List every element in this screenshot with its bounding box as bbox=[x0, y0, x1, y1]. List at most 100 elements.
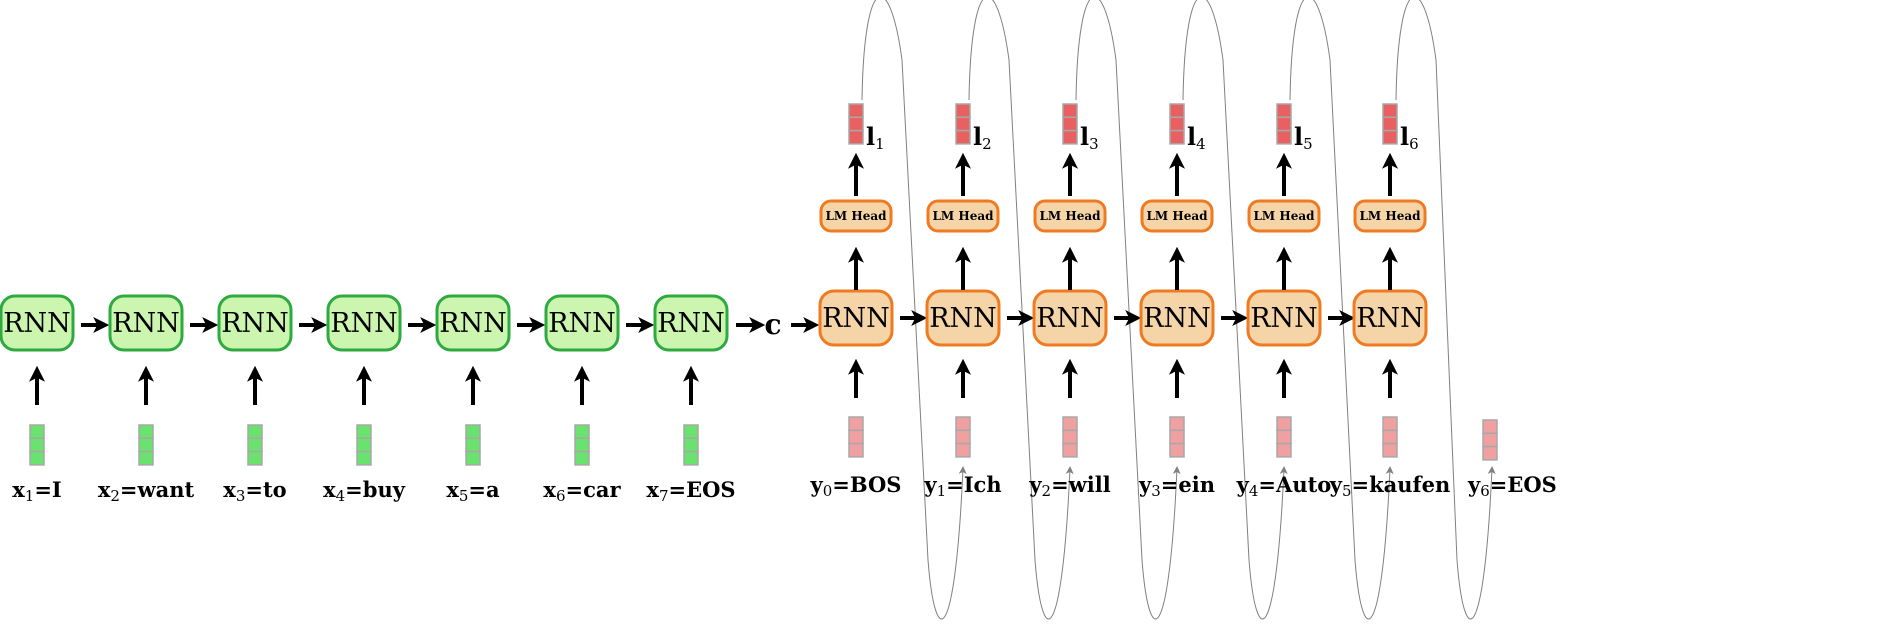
vector-cell bbox=[1482, 432, 1498, 448]
vector-cell bbox=[1276, 416, 1292, 432]
decoder-rnn-cell-label: RNN bbox=[822, 303, 890, 334]
output-logit-label: l1 bbox=[866, 122, 885, 153]
label-equals: = bbox=[345, 477, 363, 502]
decoder-input-vector bbox=[1169, 416, 1185, 458]
label-var: l bbox=[866, 122, 875, 151]
vector-cell bbox=[848, 442, 864, 458]
label-var: y bbox=[1028, 472, 1042, 497]
label-var: y bbox=[810, 472, 824, 497]
label-var: l bbox=[1080, 122, 1089, 151]
decoder-rnn-cell-box bbox=[1139, 289, 1215, 347]
vector-cell bbox=[356, 424, 372, 440]
decoder-rnn-cell-label: RNN bbox=[1143, 303, 1211, 334]
label-var: x bbox=[543, 477, 556, 502]
vector-cell bbox=[1276, 103, 1292, 119]
vector-cell bbox=[247, 437, 263, 453]
label-equals: = bbox=[1352, 472, 1370, 497]
vector-cell bbox=[1169, 129, 1185, 145]
label-equals: = bbox=[245, 477, 263, 502]
label-var: x bbox=[12, 477, 25, 502]
output-logit-label: l5 bbox=[1294, 122, 1313, 153]
encoder-input-label: x2=want bbox=[98, 477, 195, 505]
encoder-rnn-cell-label: RNN bbox=[112, 308, 180, 339]
final-target-vector bbox=[1482, 419, 1498, 461]
label-subscript: 3 bbox=[1089, 135, 1099, 153]
vector-cell bbox=[955, 429, 971, 445]
vector-cell bbox=[955, 116, 971, 132]
label-subscript: 1 bbox=[875, 135, 885, 153]
encoder-input-label: x6=car bbox=[543, 477, 621, 505]
decoder-rnn-cell-box bbox=[818, 289, 894, 347]
output-logit-label: l3 bbox=[1080, 122, 1099, 153]
feedback-loop bbox=[1075, 0, 1181, 620]
label-word: EOS bbox=[1507, 472, 1556, 497]
vector-cell bbox=[1062, 129, 1078, 145]
lm-head: LM Head bbox=[926, 199, 1000, 233]
vector-cell bbox=[1062, 429, 1078, 445]
vector-cell bbox=[683, 437, 699, 453]
lm-head-box bbox=[1247, 199, 1321, 233]
label-equals: = bbox=[566, 477, 584, 502]
decoder-rnn-cell-box bbox=[925, 289, 1001, 347]
vector-cell bbox=[1382, 116, 1398, 132]
label-subscript: 3 bbox=[236, 487, 246, 505]
label-var: x bbox=[223, 477, 236, 502]
vector-cell bbox=[465, 450, 481, 466]
label-word: ein bbox=[1178, 472, 1215, 497]
label-equals: = bbox=[34, 477, 52, 502]
decoder-input-vector bbox=[1062, 416, 1078, 458]
lm-head: LM Head bbox=[1353, 199, 1427, 233]
label-var: x bbox=[646, 477, 659, 502]
label-var: y bbox=[1329, 472, 1343, 497]
lm-head-label: LM Head bbox=[1039, 209, 1101, 223]
lm-head-box bbox=[1033, 199, 1107, 233]
vector-cell bbox=[1382, 129, 1398, 145]
vector-cell bbox=[1382, 103, 1398, 119]
label-var: y bbox=[1236, 472, 1250, 497]
label-equals: = bbox=[946, 472, 964, 497]
label-subscript: 0 bbox=[823, 482, 833, 500]
lm-head: LM Head bbox=[1247, 199, 1321, 233]
lm-head-box bbox=[926, 199, 1000, 233]
label-var: l bbox=[1187, 122, 1196, 151]
vector-cell bbox=[1382, 442, 1398, 458]
label-equals: = bbox=[1490, 472, 1508, 497]
vector-cell bbox=[138, 437, 154, 453]
label-subscript: 3 bbox=[1151, 482, 1161, 500]
vector-cell bbox=[955, 442, 971, 458]
encoder-rnn-cell-box bbox=[217, 294, 293, 352]
final-target-label: y6=EOS bbox=[1467, 472, 1557, 500]
vector-cell bbox=[1062, 416, 1078, 432]
vector-cell bbox=[1276, 442, 1292, 458]
label-subscript: 1 bbox=[937, 482, 947, 500]
encoder-rnn-cell: RNN bbox=[108, 294, 184, 352]
decoder-rnn-cell: RNN bbox=[1352, 289, 1428, 347]
vector-cell bbox=[848, 429, 864, 445]
label-word: BOS bbox=[850, 472, 902, 497]
vector-cell bbox=[247, 450, 263, 466]
label-equals: = bbox=[120, 477, 138, 502]
label-equals: = bbox=[1258, 472, 1276, 497]
vector-cell bbox=[848, 416, 864, 432]
decoder-input-label: y0=BOS bbox=[810, 472, 902, 500]
feedback-loop bbox=[968, 0, 1074, 620]
vector-cell bbox=[1169, 416, 1185, 432]
encoder-rnn-cell-box bbox=[108, 294, 184, 352]
vector-cell bbox=[574, 450, 590, 466]
encoder-input-vector bbox=[29, 424, 45, 466]
label-subscript: 5 bbox=[1342, 482, 1352, 500]
vector-cell bbox=[574, 424, 590, 440]
encoder-rnn-cell-box bbox=[653, 294, 729, 352]
label-word: EOS bbox=[686, 477, 735, 502]
vector-cell bbox=[356, 437, 372, 453]
vector-cell bbox=[29, 450, 45, 466]
lm-head-label: LM Head bbox=[1146, 209, 1208, 223]
lm-head: LM Head bbox=[819, 199, 893, 233]
output-logit-vector bbox=[1062, 103, 1078, 145]
vector-cell bbox=[955, 416, 971, 432]
decoder-rnn-cell: RNN bbox=[925, 289, 1001, 347]
encoder-rnn-cell-label: RNN bbox=[221, 308, 289, 339]
label-subscript: 7 bbox=[659, 487, 669, 505]
label-var: y bbox=[923, 472, 937, 497]
